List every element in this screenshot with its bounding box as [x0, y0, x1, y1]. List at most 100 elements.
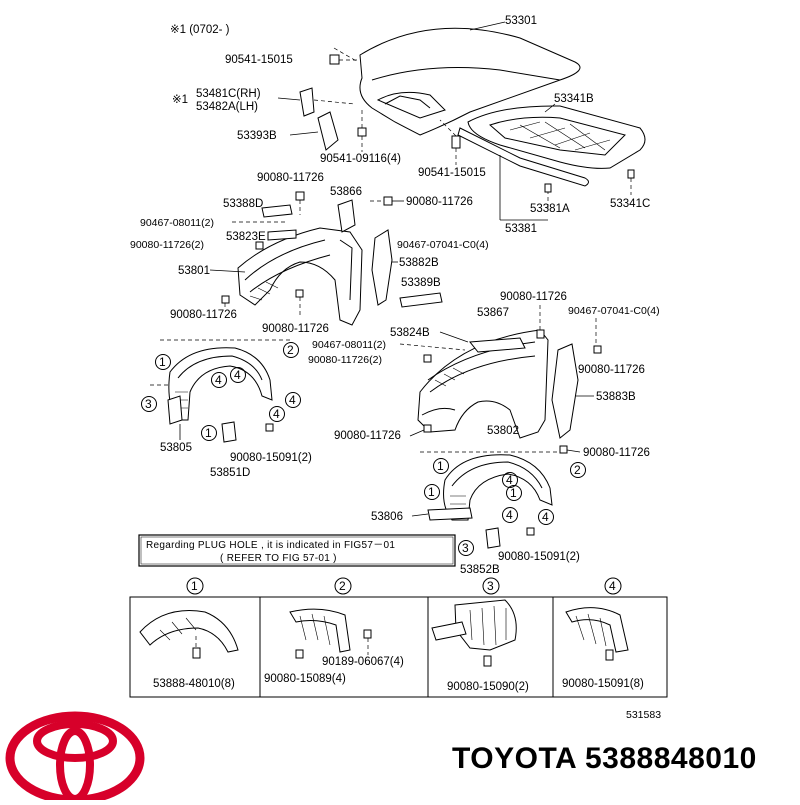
plug-hole-note: Regarding PLUG HOLE , it is indicated in…	[138, 534, 456, 567]
detail-1-number: 1	[191, 579, 198, 593]
label-53801: 53801	[178, 265, 210, 277]
label-90080-11726-f: 90080-11726	[500, 291, 567, 303]
toyota-logo-icon	[5, 711, 145, 805]
bolt-right-mid	[423, 354, 432, 363]
right-fender-liner-53806	[427, 454, 553, 521]
detail-4-clip	[605, 649, 614, 661]
plug-note-line1: Regarding PLUG HOLE , it is indicated in…	[146, 540, 395, 551]
part-number: 5388848010	[584, 742, 757, 775]
svg-text:1: 1	[510, 486, 517, 500]
label-53824b: 53824B	[390, 327, 430, 339]
detail-4-liner	[565, 607, 629, 653]
svg-text:1: 1	[205, 426, 212, 440]
callout-markers: 1 2 4 4 3 4 4 1 1 2 4 1 1 4 4 3	[141, 342, 586, 556]
label-53823e: 53823E	[226, 231, 266, 243]
label-53806: 53806	[371, 511, 403, 523]
label-53866: 53866	[330, 186, 362, 198]
label-53867: 53867	[477, 307, 509, 319]
detail-4-label: 90080-15091(8)	[562, 678, 644, 690]
label-53389b: 53389B	[401, 277, 441, 289]
label-90541-15015-b: 90541-15015	[418, 167, 486, 179]
svg-text:3: 3	[145, 397, 152, 411]
detail-2-label-b: 90189-06067(4)	[322, 656, 404, 668]
brand-name: TOYOTA	[452, 742, 577, 775]
label-53341b: 53341B	[554, 93, 594, 105]
svg-text:4: 4	[542, 510, 549, 524]
hood-seal-53393b	[317, 111, 339, 151]
fender-protector-53823e	[267, 229, 297, 241]
left-fender-liner-53805	[167, 347, 273, 425]
left-fender-53801	[237, 227, 363, 326]
fender-side-seal-53883b	[551, 343, 579, 439]
label-53805: 53805	[160, 442, 192, 454]
detail-2-number: 2	[339, 579, 346, 593]
svg-text:4: 4	[215, 373, 222, 387]
label-90080-11726-g: 90080-11726(2)	[308, 354, 382, 366]
label-90080-11726-e: 90080-11726	[262, 323, 329, 335]
label-53802: 53802	[487, 425, 519, 437]
detail-3-clip	[483, 655, 492, 667]
svg-text:4: 4	[506, 473, 513, 487]
detail-2-nut	[363, 629, 372, 639]
label-53301: 53301	[505, 15, 537, 27]
hood-panel	[359, 27, 581, 136]
label-53882b: 53882B	[399, 257, 439, 269]
label-53482a: 53482A(LH)	[196, 101, 258, 113]
hood-bracket	[299, 87, 315, 117]
detail-1-liner	[139, 610, 239, 653]
cushion-90541-09116	[357, 127, 367, 137]
plug-note-line2: ( REFER TO FIG 57-01 )	[220, 553, 337, 564]
header-note: ※1 (0702- )	[170, 24, 230, 36]
label-90080-11726-j: 90080-11726	[583, 447, 650, 459]
svg-text:2: 2	[287, 343, 294, 357]
label-53883b: 53883B	[596, 391, 636, 403]
detail-2-screw	[295, 649, 304, 659]
label-90080-11726-b: 90080-11726	[406, 196, 473, 208]
fender-bracket-53866	[337, 199, 356, 233]
label-53341c: 53341C	[610, 198, 650, 210]
label-53851d: 53851D	[210, 467, 250, 479]
svg-text:1: 1	[428, 485, 435, 499]
bolt-left-top	[295, 191, 305, 201]
detail-3-liner	[454, 599, 517, 651]
label-53381a: 53381A	[530, 203, 570, 215]
fender-seal-53389b	[399, 292, 443, 308]
label-90080-15091-a: 90080-15091(2)	[230, 452, 312, 464]
detail-4-number: 4	[609, 579, 616, 593]
svg-text:4: 4	[234, 368, 241, 382]
clip-left-liner	[265, 423, 274, 432]
fender-bracket-53867	[469, 337, 526, 353]
detail-strip: 1 53888-48010(8) 2 90080-15089(4) 90189-…	[129, 577, 668, 698]
bolt-left-lower-b	[295, 289, 304, 298]
detail-2-liner	[289, 608, 351, 653]
svg-text:3: 3	[462, 541, 469, 555]
detail-3-label: 90080-15090(2)	[447, 681, 529, 693]
bolt-left-lower-a	[221, 295, 230, 304]
label-90467-07041-a: 90467-07041-C0(4)	[397, 239, 489, 251]
brand-caption: TOYOTA 5388848010	[452, 742, 757, 776]
label-90467-08011-a: 90467-08011(2)	[140, 217, 214, 229]
svg-text:4: 4	[506, 508, 513, 522]
figure-number: 531583	[626, 709, 661, 721]
label-53381: 53381	[505, 223, 537, 235]
label-53393b: 53393B	[237, 130, 277, 142]
protector-53852b	[485, 527, 501, 549]
bolt-left-upper-right	[383, 196, 393, 206]
label-90080-11726-c: 90080-11726(2)	[130, 239, 204, 251]
svg-text:4: 4	[289, 393, 296, 407]
protector-53851d	[221, 421, 237, 443]
label-53481c: 53481C(RH)	[196, 88, 261, 100]
clip-right-liner	[526, 527, 535, 536]
cushion-90541-15015	[451, 135, 461, 149]
clip-53381a	[544, 183, 552, 193]
svg-text:4: 4	[273, 407, 280, 421]
bolt-right-lower-right	[559, 445, 568, 454]
label-90080-11726-h: 90080-11726	[578, 364, 645, 376]
bolt-right-lower	[423, 424, 432, 433]
svg-text:1: 1	[159, 355, 166, 369]
label-90080-11726-i: 90080-11726	[334, 430, 401, 442]
label-90467-07041-b: 90467-07041-C0(4)	[568, 305, 660, 317]
detail-1-label: 53888-48010(8)	[153, 678, 235, 690]
label-90467-08011-b: 90467-08011(2)	[312, 339, 386, 351]
